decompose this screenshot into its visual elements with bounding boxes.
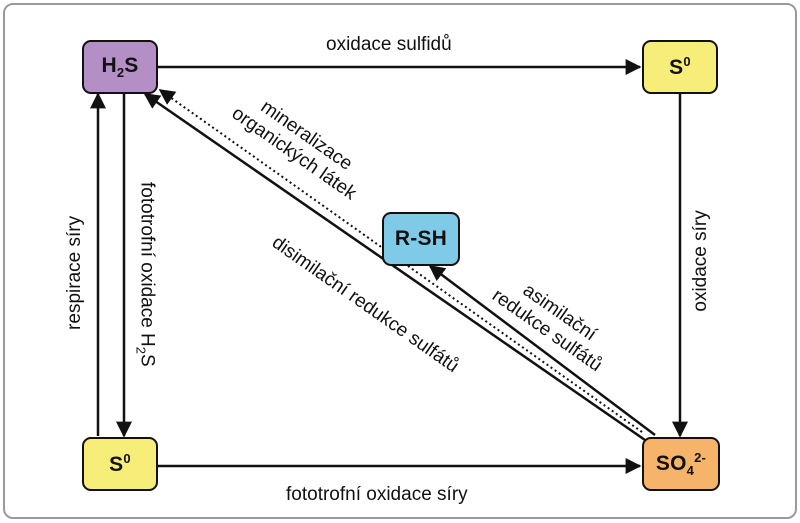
- label-fototrofni-oxidace-siry: fototrofní oxidace síry: [286, 484, 468, 505]
- label-oxidace-sulfidu: oxidace sulfidů: [326, 34, 452, 55]
- arrow-disimilacni-redukce: [143, 92, 646, 442]
- node-s0-bottom: S0: [82, 437, 158, 491]
- node-h2s: H2S: [82, 40, 158, 94]
- label-fototrofni-oxidace-h2s: fototrofní oxidace H2S: [133, 182, 158, 367]
- label-respirace-siry: respirace síry: [64, 215, 86, 330]
- node-so4: SO42-: [642, 437, 720, 491]
- label-oxidace-siry: oxidace síry: [690, 210, 712, 312]
- node-r-sh: R-SH: [382, 212, 460, 266]
- node-s0-top: S0: [642, 40, 718, 94]
- arrow-asimilacni-redukce: [428, 265, 656, 436]
